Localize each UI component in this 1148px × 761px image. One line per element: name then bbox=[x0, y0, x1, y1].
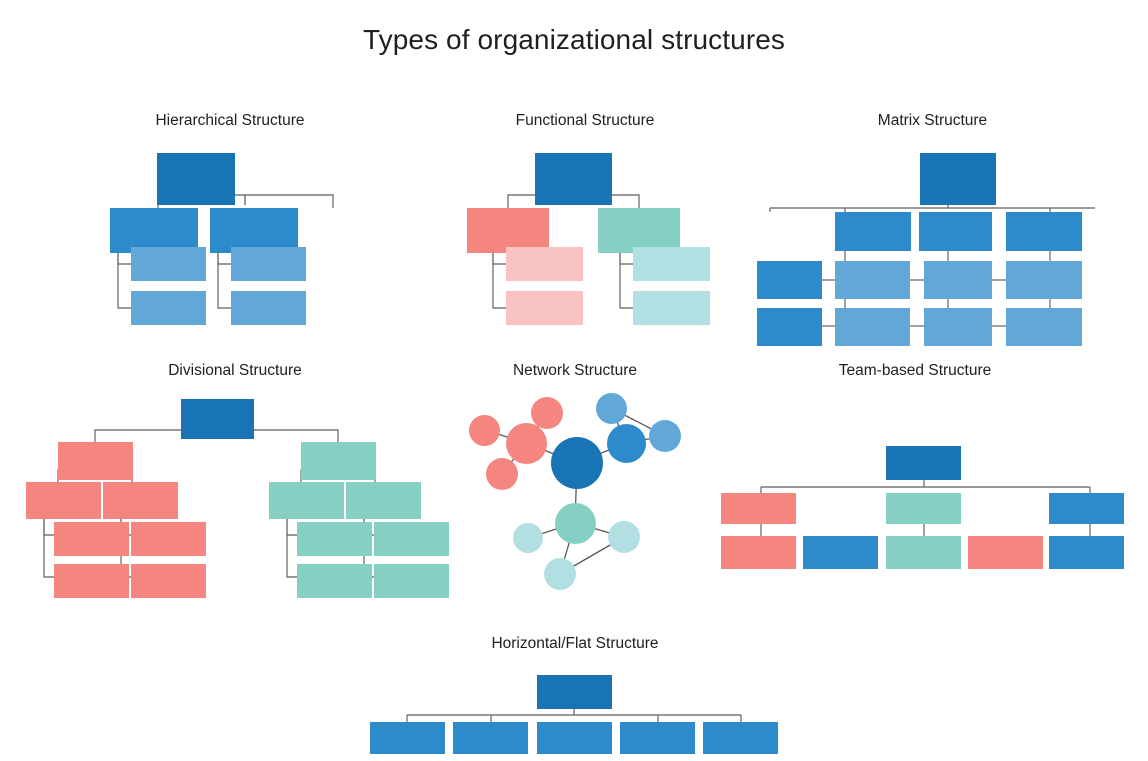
node-hierarchical-1-1 bbox=[210, 208, 298, 253]
section-title-functional: Functional Structure bbox=[515, 112, 655, 129]
node-hierarchical-2-1 bbox=[231, 247, 306, 281]
node-divisional-3-2 bbox=[297, 522, 372, 556]
node-flat-1-1 bbox=[453, 722, 528, 754]
node-divisional-0-0 bbox=[181, 399, 254, 439]
divisional-chart bbox=[26, 362, 449, 612]
section-title-matrix: Matrix Structure bbox=[877, 112, 988, 129]
node-functional-2-2 bbox=[506, 291, 583, 325]
network-node-center-hub bbox=[551, 437, 603, 489]
node-team-1-2 bbox=[1049, 493, 1124, 524]
node-hierarchical-2-0 bbox=[131, 247, 206, 281]
network-node-blue-secondary bbox=[607, 424, 646, 463]
node-team-1-0 bbox=[721, 493, 796, 524]
hierarchical-chart bbox=[85, 112, 375, 337]
section-title-divisional: Divisional Structure bbox=[168, 362, 302, 379]
horizontal-flat-chart bbox=[355, 635, 795, 760]
network-node-teal-leaf-left bbox=[513, 523, 543, 553]
section-matrix: Matrix Structure bbox=[757, 112, 1105, 346]
network-node-blue-leaf-right bbox=[649, 420, 681, 452]
node-hierarchical-1-0 bbox=[110, 208, 198, 253]
node-divisional-3-7 bbox=[374, 564, 449, 598]
network-node-blue-leaf-top bbox=[596, 393, 627, 424]
node-divisional-3-6 bbox=[297, 564, 372, 598]
node-divisional-3-1 bbox=[131, 522, 206, 556]
node-matrix-1-1 bbox=[919, 212, 992, 251]
team-based-chart bbox=[705, 362, 1125, 582]
node-team-2-2 bbox=[886, 536, 961, 569]
network-connectors bbox=[484, 407, 666, 575]
node-team-2-3 bbox=[968, 536, 1043, 569]
page-title: Types of organizational structures bbox=[362, 24, 786, 55]
network-node-salmon-secondary bbox=[506, 423, 547, 464]
node-matrix-3-3 bbox=[1006, 308, 1082, 346]
network-chart bbox=[440, 362, 710, 622]
node-matrix-2-1 bbox=[835, 261, 910, 299]
node-flat-1-3 bbox=[620, 722, 695, 754]
section-title-horizontal-flat: Horizontal/Flat Structure bbox=[491, 635, 659, 652]
node-hierarchical-2-3 bbox=[231, 291, 306, 325]
node-matrix-3-0 bbox=[757, 308, 822, 346]
node-team-0-0 bbox=[886, 446, 961, 480]
section-title-team-based: Team-based Structure bbox=[838, 362, 992, 379]
node-matrix-0-0 bbox=[920, 153, 996, 205]
section-title-hierarchical: Hierarchical Structure bbox=[155, 112, 305, 129]
node-matrix-2-3 bbox=[1006, 261, 1082, 299]
node-divisional-3-5 bbox=[131, 564, 206, 598]
section-team-based: Team-based Structure bbox=[705, 362, 1125, 582]
node-divisional-2-2 bbox=[269, 482, 344, 519]
node-functional-0-0 bbox=[535, 153, 612, 205]
network-node-teal-leaf-bottom bbox=[544, 558, 576, 590]
network-node-salmon-leaf-left bbox=[469, 415, 500, 446]
node-matrix-1-0 bbox=[835, 212, 911, 251]
node-team-2-4 bbox=[1049, 536, 1124, 569]
node-matrix-1-2 bbox=[1006, 212, 1082, 251]
node-divisional-3-0 bbox=[54, 522, 129, 556]
network-node-salmon-leaf-bottom bbox=[486, 458, 518, 490]
node-divisional-1-0 bbox=[58, 442, 133, 480]
node-divisional-2-1 bbox=[103, 482, 178, 519]
node-matrix-2-0 bbox=[757, 261, 822, 299]
node-team-1-1 bbox=[886, 493, 961, 524]
node-hierarchical-2-2 bbox=[131, 291, 206, 325]
node-functional-2-1 bbox=[633, 247, 710, 281]
node-functional-1-1 bbox=[598, 208, 680, 253]
node-functional-1-0 bbox=[467, 208, 549, 253]
node-matrix-3-1 bbox=[835, 308, 910, 346]
network-node-salmon-leaf-top bbox=[531, 397, 563, 429]
matrix-chart bbox=[757, 112, 1105, 346]
section-network: Network Structure bbox=[440, 362, 710, 622]
node-divisional-3-4 bbox=[54, 564, 129, 598]
section-horizontal-flat: Horizontal/Flat Structure bbox=[355, 635, 795, 760]
functional-chart bbox=[445, 112, 725, 337]
section-divisional: Divisional Structure bbox=[26, 362, 449, 612]
network-node-teal-leaf-right bbox=[608, 521, 640, 553]
section-functional: Functional Structure bbox=[445, 112, 725, 337]
node-flat-1-0 bbox=[370, 722, 445, 754]
node-divisional-3-3 bbox=[374, 522, 449, 556]
network-node-teal-secondary bbox=[555, 503, 596, 544]
node-flat-1-4 bbox=[703, 722, 778, 754]
node-functional-2-0 bbox=[506, 247, 583, 281]
node-flat-1-2 bbox=[537, 722, 612, 754]
node-divisional-1-1 bbox=[301, 442, 376, 480]
section-hierarchical: Hierarchical Structure bbox=[85, 112, 375, 337]
section-title-network: Network Structure bbox=[512, 362, 638, 379]
node-matrix-3-2 bbox=[924, 308, 992, 346]
node-divisional-2-3 bbox=[346, 482, 421, 519]
node-team-2-1 bbox=[803, 536, 878, 569]
node-hierarchical-0-0 bbox=[157, 153, 235, 205]
node-functional-2-3 bbox=[633, 291, 710, 325]
node-team-2-0 bbox=[721, 536, 796, 569]
node-divisional-2-0 bbox=[26, 482, 101, 519]
node-flat-0-0 bbox=[537, 675, 612, 709]
node-matrix-2-2 bbox=[924, 261, 992, 299]
